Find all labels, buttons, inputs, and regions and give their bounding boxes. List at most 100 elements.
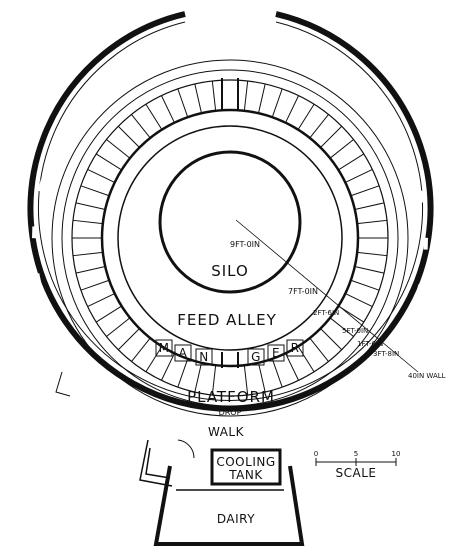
left-door (55, 371, 71, 397)
window-mark (298, 52, 311, 62)
window-mark (330, 397, 343, 408)
window-mark (49, 317, 59, 331)
walk-label: WALK (208, 425, 245, 439)
stall-partition (87, 168, 115, 183)
stall-partition (75, 265, 106, 274)
window-mark (74, 357, 85, 370)
svg-text:5: 5 (354, 450, 358, 458)
window-mark (35, 273, 42, 286)
window-mark (54, 135, 64, 149)
stall-partition (243, 80, 249, 111)
dim-gutter: 1FT-6IN (357, 340, 383, 348)
stall-partition (211, 365, 217, 396)
window-mark (117, 68, 130, 79)
window-mark (340, 74, 352, 86)
window-mark (81, 98, 93, 110)
window-mark (37, 179, 45, 192)
feed-alley-label: FEED ALLEY (177, 311, 277, 329)
dairy-label: DAIRY (217, 512, 255, 526)
cooling-tank (210, 448, 282, 486)
stall-partition (106, 139, 131, 159)
svg-text:10: 10 (392, 450, 401, 458)
stall-partition (257, 83, 266, 114)
window-mark (401, 145, 411, 159)
stall-partition (72, 251, 103, 257)
stall-partition (354, 265, 385, 274)
stall-partition (145, 346, 163, 373)
cooling-tank-label-1: COOLING (216, 455, 275, 469)
stall-partition (309, 114, 329, 139)
stall-partition (117, 125, 140, 148)
window-mark (367, 366, 379, 378)
stall-partition (357, 219, 388, 225)
stall-partitions (72, 80, 388, 396)
stall-partition (131, 337, 151, 362)
stall-partition (329, 317, 354, 337)
window-mark (159, 49, 173, 57)
stall-partition (194, 362, 203, 393)
stall-partition (320, 125, 343, 148)
stall-partition (211, 80, 217, 111)
window-mark (287, 419, 301, 427)
stall-partition (320, 328, 343, 351)
cooling-tank-label-2: TANK (228, 468, 263, 482)
manger-label: M A N G E R (155, 339, 304, 366)
scale-bar: 0 5 10 SCALE (314, 450, 401, 480)
stall-partition (345, 168, 373, 183)
stall-partition (271, 358, 283, 388)
stall-partition (160, 95, 175, 123)
stall-partition (354, 202, 385, 211)
stall-partition (350, 185, 380, 197)
stall-partition (297, 103, 315, 130)
window-marks (32, 49, 428, 427)
stall-partition (80, 279, 110, 291)
dim-silo-radius: 9FT-0IN (230, 240, 260, 249)
stall-partition (87, 293, 115, 308)
drop-ring (61, 69, 399, 407)
silo-label: SILO (211, 262, 249, 280)
svg-text:A: A (179, 346, 188, 360)
stall-partition (297, 346, 315, 373)
vestibule-door (177, 439, 195, 459)
outer-wall (27, 11, 434, 412)
window-mark (415, 284, 423, 297)
stall-partition (329, 139, 354, 159)
dim-feed-alley: 7FT-0IN (288, 287, 318, 296)
dim-platform: 3FT-8IN (373, 350, 399, 358)
stall-partition (131, 114, 151, 139)
window-mark (375, 106, 386, 119)
stall-partition (177, 358, 189, 388)
outer-wall-thin (38, 21, 423, 401)
dim-manger: 2FT-6IN (313, 309, 339, 317)
stall-partition (106, 317, 131, 337)
stall-partition (271, 88, 283, 118)
svg-text:R: R (291, 341, 300, 355)
stall-partition (117, 328, 140, 351)
stall-partition (75, 202, 106, 211)
vestibule (139, 439, 173, 487)
stall-partition (243, 365, 249, 396)
svg-text:M: M (159, 341, 170, 355)
svg-text:G: G (251, 350, 261, 364)
window-mark (396, 327, 406, 341)
svg-text:E: E (272, 346, 280, 360)
silo (158, 150, 302, 294)
stall-partition (95, 153, 122, 171)
stall-partition (80, 185, 110, 197)
stall-partition (309, 337, 329, 362)
svg-text:N: N (199, 350, 208, 364)
stall-partition (257, 362, 266, 393)
scale-label: SCALE (336, 466, 377, 480)
platform-label: PLATFORM (187, 388, 275, 406)
stall-partition (72, 219, 103, 225)
stall-partition (145, 103, 163, 130)
dim-wall: 40IN WALL (408, 372, 446, 380)
stall-partition (285, 95, 300, 123)
stall-partition (345, 293, 373, 308)
stall-partition (177, 88, 189, 118)
dim-stall: 5FT-0IN (342, 327, 368, 335)
stall-partition (350, 279, 380, 291)
drop-label: DROP (219, 408, 242, 417)
svg-text:0: 0 (314, 450, 318, 458)
